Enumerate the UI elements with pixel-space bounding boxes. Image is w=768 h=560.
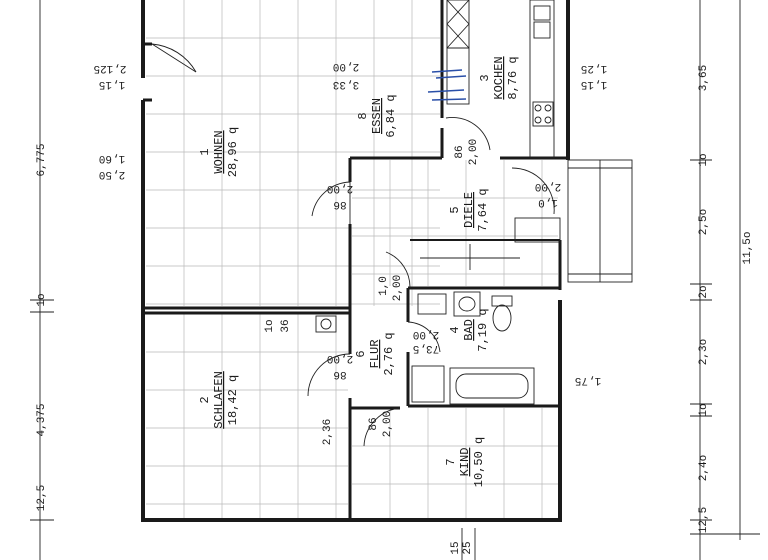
entry-stairs xyxy=(420,159,633,283)
dim-right-seg: 2o xyxy=(698,285,710,298)
room-labels: 1 WOHNEN 28,96 q 2 SCHLAFEN 18,42 q 3 KO… xyxy=(198,56,520,487)
window-label: 1,25 xyxy=(581,62,607,74)
room-name: ESSEN xyxy=(370,98,384,134)
room-name: FLUR xyxy=(368,340,382,369)
room-name: KOCHEN xyxy=(492,56,506,99)
room-area: 10,50 q xyxy=(472,437,486,487)
window-label: 1,15 xyxy=(581,78,607,90)
door-label: 2,00 xyxy=(382,411,394,437)
dim-right-seg: 1o xyxy=(698,153,710,166)
window-label: 2,36 xyxy=(322,419,334,445)
door-label: 86 xyxy=(333,198,346,210)
door-label: 2,00 xyxy=(413,328,439,340)
room-label-flur: 6 FLUR 2,76 q xyxy=(354,332,396,375)
door-label: 2,00 xyxy=(535,180,561,192)
room-label-wohnen: 1 WOHNEN 28,96 q xyxy=(198,127,240,177)
kitchen-fixtures xyxy=(427,0,555,159)
door-label: 86 xyxy=(368,417,380,430)
room-name: SCHLAFEN xyxy=(212,371,226,429)
outer-walls xyxy=(141,0,570,522)
room-name: WOHNEN xyxy=(212,130,226,173)
dim-right-seg: 3,65 xyxy=(698,65,710,91)
dim-right-seg: 1o xyxy=(698,403,710,416)
room-number: 7 xyxy=(444,458,458,465)
room-label-kind: 7 KIND 10,50 q xyxy=(444,437,486,487)
room-label-schlafen: 2 SCHLAFEN 18,42 q xyxy=(198,371,240,429)
room-number: 2 xyxy=(198,396,212,403)
dim-left-lower: 4,375 xyxy=(36,403,48,436)
window-label: 2,00 xyxy=(333,60,359,72)
dimension-lines xyxy=(30,0,760,560)
door-label: 86 xyxy=(454,145,466,158)
room-label-kochen: 3 KOCHEN 8,76 q xyxy=(478,56,520,99)
door-label: 86 xyxy=(333,368,346,380)
window-label: 2,125 xyxy=(93,62,126,74)
room-area: 8,76 q xyxy=(506,56,520,99)
door-label: 2,00 xyxy=(327,182,353,194)
dim-right-seg: 12,5 xyxy=(698,507,710,533)
window-label: 2,50 xyxy=(99,168,125,180)
door-label: 73,5 xyxy=(413,342,439,354)
floor-grid xyxy=(146,0,558,518)
room-name: KIND xyxy=(458,448,472,477)
dim-left-upper: 6,775 xyxy=(36,143,48,176)
room-number: 3 xyxy=(478,74,492,81)
room-area: 7,19 q xyxy=(476,308,490,351)
bottom-label: 15 xyxy=(450,541,462,554)
door-label: 1,0 xyxy=(538,196,558,208)
window-label: 1,60 xyxy=(99,152,125,164)
room-name: BAD xyxy=(462,319,476,341)
opening-labels: 1,15 2,125 2,50 1,60 3,33 2,00 1,15 1,25… xyxy=(93,60,607,555)
door-label: 2,00 xyxy=(327,352,353,364)
room-label-diele: 5 DIELE 7,64 q xyxy=(448,188,490,231)
room-area: 2,76 q xyxy=(382,332,396,375)
room-number: 4 xyxy=(448,326,462,333)
dim-right-seg: 2,5o xyxy=(698,209,710,235)
window-label: 1,75 xyxy=(575,374,601,386)
room-label-essen: 8 ESSEN 6,84 q xyxy=(356,94,398,137)
dim-right-seg: 2,3o xyxy=(698,339,710,365)
chimney-label: 1o xyxy=(264,319,276,332)
left-dimension-labels: 6,775 1o 4,375 12,5 xyxy=(36,143,48,511)
bottom-label: 25 xyxy=(462,541,474,554)
room-name: DIELE xyxy=(462,192,476,228)
bath-fixtures xyxy=(315,291,535,405)
dim-right-seg: 2,4o xyxy=(698,455,710,481)
right-dimension-labels: 11,5o 3,65 1o 2,5o 2o 2,3o 1o 2,4o 12,5 xyxy=(698,65,754,533)
window-label: 3,33 xyxy=(333,78,359,90)
door-label: 2,00 xyxy=(468,139,480,165)
window-label: 1,15 xyxy=(99,78,125,90)
room-number: 8 xyxy=(356,112,370,119)
room-number: 6 xyxy=(354,350,368,357)
room-label-bad: 4 BAD 7,19 q xyxy=(448,308,490,351)
doors xyxy=(151,43,555,447)
room-area: 18,42 q xyxy=(226,375,240,425)
door-label: 1,0 xyxy=(378,276,390,296)
door-label: 2,00 xyxy=(392,275,404,301)
room-number: 1 xyxy=(198,148,212,155)
room-number: 5 xyxy=(448,206,462,213)
room-area: 6,84 q xyxy=(384,94,398,137)
dim-left-wall: 1o xyxy=(36,293,48,306)
dim-left-bottom: 12,5 xyxy=(36,485,48,511)
chimney-label: 36 xyxy=(280,319,292,332)
room-area: 7,64 q xyxy=(476,188,490,231)
dim-right-total: 11,5o xyxy=(742,231,754,264)
room-area: 28,96 q xyxy=(226,127,240,177)
